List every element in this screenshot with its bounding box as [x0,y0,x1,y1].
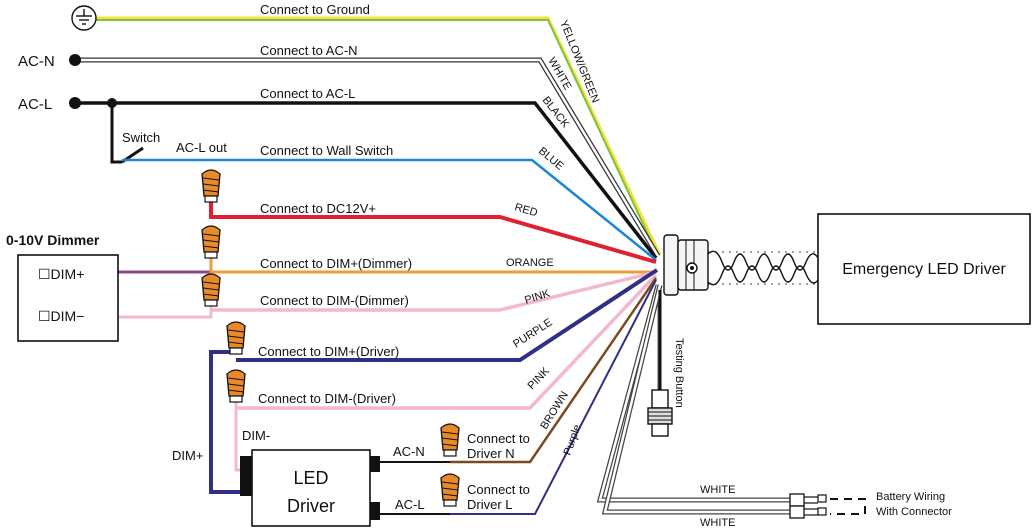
ground-symbol-icon [71,5,97,31]
color-red: RED [513,201,539,219]
dimmer-dim-minus: ☐DIM− [38,308,84,324]
color-yellow-green: YELLOW/GREEN [557,19,601,105]
wire-label-dim-minus-driver: Connect to DIM-(Driver) [258,391,396,406]
pink-driver-wire [236,273,658,410]
wire-label-ground: Connect to Ground [260,2,370,17]
battery-label-line2: With Connector [876,506,952,518]
wire-nut-icon [201,169,221,203]
connect-driver-l-line1: Connect to [467,482,530,497]
brown-wire [450,277,658,464]
wire-nut-icon [226,369,246,403]
led-driver-label-line1: LED [293,468,328,488]
purple-l-wire [450,279,657,515]
dimmer-box [17,254,119,342]
wire-nut-icon [201,273,221,307]
dimmer-dim-plus: ☐DIM+ [38,266,84,282]
led-driver-dim-plus-label: DIM+ [172,448,203,463]
ac-n-wire [75,57,661,258]
ac-l-terminal-dot [69,97,81,109]
connect-driver-n-line1: Connect to [467,431,530,446]
ac-n-terminal-label: AC-N [18,53,55,70]
led-driver-ac-l-label: AC-L [395,497,425,512]
emergency-driver-label: Emergency LED Driver [842,261,1006,278]
wire-label-ac-l: Connect to AC-L [260,86,355,101]
battery-dashed-line [830,498,866,515]
wire-nut-icon [226,321,246,355]
blue-wire [122,158,657,261]
led-driver-ac-n-label: AC-N [393,444,425,459]
battery-white-top: WHITE [700,484,735,496]
wire-label-dim-plus-driver: Connect to DIM+(Driver) [258,344,399,359]
led-driver-dim-minus-label: DIM- [242,428,270,443]
led-driver [240,449,380,527]
led-driver-box [251,449,371,527]
led-driver-dim-plus-wire [209,350,252,494]
led-driver-label-line2: Driver [287,496,335,516]
ground-wire [96,16,662,257]
wire-label-dim-plus-dimmer: Connect to DIM+(Dimmer) [260,256,412,271]
battery-white-bottom: WHITE [700,517,735,529]
connect-driver-l-line2: Driver L [467,497,513,512]
wire-nut-icon [440,473,460,507]
ac-l-terminal-label: AC-L [18,96,52,113]
switch-label: Switch [122,130,160,145]
battery-connector-bottom [789,505,805,519]
wire-label-wall-switch: Connect to Wall Switch [260,143,393,158]
wire-label-ac-n: Connect to AC-N [260,43,358,58]
wire-label-dc12v: Connect to DC12V+ [260,201,376,216]
red-wire [209,200,657,264]
color-purple: PURPLE [511,316,554,350]
orange-wire [209,255,656,274]
battery-label-line1: Battery Wiring [876,491,945,503]
battery-wires [596,284,790,515]
switch-wire [110,103,122,164]
dimmer-dim-minus-wire [118,304,213,319]
color-blue: BLUE [536,145,566,173]
dimmer-title: 0-10V Dimmer [6,232,100,248]
ac-n-terminal-dot [69,54,81,66]
switch-junction-dot [107,98,117,108]
ac-l-out-label: AC-L out [176,140,227,155]
color-purple-thin: Purple [562,423,584,457]
color-pink-dimmer: PINK [523,287,552,307]
emergency-driver-box [817,213,1031,325]
conduit-fitting [663,234,819,296]
testing-button [647,389,673,437]
color-orange: ORANGE [506,257,554,269]
purple-driver-wire [236,268,659,362]
ac-l-wire [72,101,658,260]
connect-driver-n-line2: Driver N [467,446,515,461]
wire-nut-icon [440,423,460,457]
wire-label-dim-minus-dimmer: Connect to DIM-(Dimmer) [260,293,409,308]
battery-connector-top [789,493,805,507]
testing-button-label: Testing Button [673,338,685,408]
wire-nut-icon [201,225,221,259]
pink-dimmer-wire [211,270,657,312]
